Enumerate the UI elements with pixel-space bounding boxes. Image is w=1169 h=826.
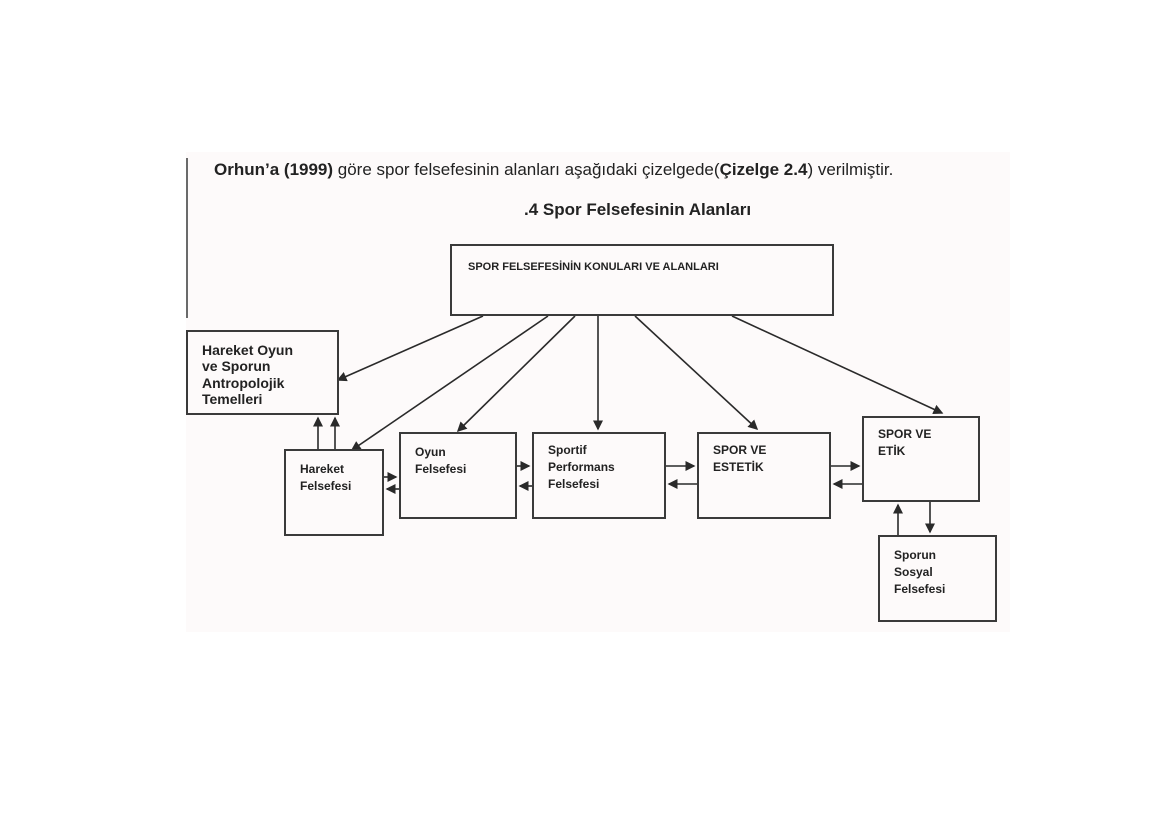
box-oyun-felsefesi: Oyun Felsefesi xyxy=(399,432,517,519)
box-spor-ve-estetik: SPOR VE ESTETİK xyxy=(697,432,831,519)
arrow-top-to-etik xyxy=(731,315,944,414)
box-hareket-felsefesi: Hareket Felsefesi xyxy=(284,449,384,536)
intro-sentence: Orhun’a (1999) göre spor felsefesinin al… xyxy=(214,160,1014,180)
arrow-top-to-oyun xyxy=(456,315,576,433)
arrow-top-to-estetik xyxy=(634,315,759,431)
intro-year: (1999) xyxy=(283,160,334,179)
box-sportif-performans: Sportif Performans Felsefesi xyxy=(532,432,666,519)
arrow-top-to-hareket xyxy=(350,315,549,451)
intro-author: Orhun’a xyxy=(214,160,280,179)
scan-edge-line xyxy=(186,158,188,318)
box-spor-felsefesi-konulari: SPOR FELSEFESİNİN KONULARI VE ALANLARI xyxy=(450,244,834,316)
box-antropolojik-temeller: Hareket Oyun ve Sporun Antropolojik Teme… xyxy=(186,330,339,415)
diagram-caption: .4 Spor Felsefesinin Alanları xyxy=(524,200,752,219)
box-sporun-sosyal-felsefesi: Sporun Sosyal Felsefesi xyxy=(878,535,997,622)
arrow-top-to-antropoloji xyxy=(336,315,484,382)
intro-ref: Çizelge 2.4 xyxy=(719,160,808,179)
box-spor-ve-etik: SPOR VE ETİK xyxy=(862,416,980,502)
intro-middle: göre spor felsefesinin alanları aşağıdak… xyxy=(333,160,720,179)
intro-end: ) verilmiştir. xyxy=(807,160,894,179)
